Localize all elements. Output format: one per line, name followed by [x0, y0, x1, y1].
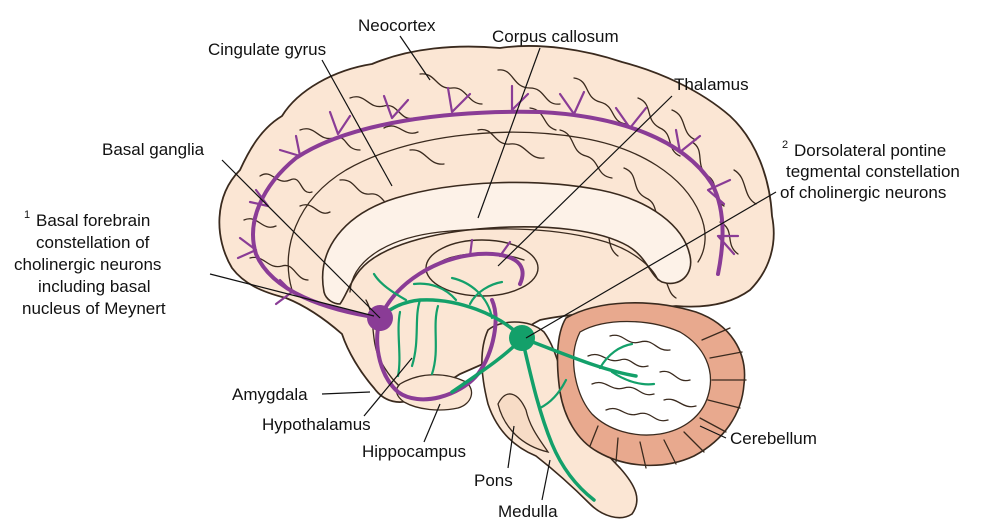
leader-basal-ganglia	[221, 159, 381, 319]
label-dorsolateral-line1: Dorsolateral pontine	[794, 141, 946, 160]
label-dorsolateral-line3: of cholinergic neurons	[780, 183, 946, 202]
leader-hypothalamus	[363, 357, 413, 417]
label-amygdala: Amygdala	[232, 385, 308, 404]
leader-medulla	[541, 459, 551, 501]
label-basal-forebrain-line3: cholinergic neurons	[14, 255, 161, 274]
cingulate-sulcus	[287, 131, 706, 291]
label-medulla: Medulla	[498, 502, 558, 521]
corpus-callosum	[321, 181, 692, 305]
corpus-callosum-inner	[349, 228, 659, 293]
label-thalamus: Thalamus	[674, 75, 749, 94]
pons-bulge	[497, 393, 550, 454]
leader-thalamus	[497, 95, 673, 267]
leader-amygdala	[321, 391, 371, 395]
label-basal-forebrain-number: 1	[24, 209, 30, 221]
label-corpus-callosum: Corpus callosum	[492, 27, 619, 46]
label-pons: Pons	[474, 471, 513, 490]
pontine-nucleus	[509, 325, 535, 351]
label-dorsolateral-line2: tegmental constellation	[786, 162, 960, 181]
cerebellum-inner	[572, 320, 712, 436]
leader-cingulate-gyrus	[321, 59, 393, 187]
label-neocortex: Neocortex	[358, 16, 436, 35]
leader-pons	[507, 425, 515, 469]
leader-lines	[209, 35, 777, 501]
label-dorsolateral-number: 2	[782, 139, 788, 151]
leader-cerebellum	[699, 425, 727, 439]
label-basal-forebrain-line4: including basal	[38, 277, 150, 296]
leader-hippocampus	[423, 403, 441, 443]
label-cingulate-gyrus: Cingulate gyrus	[208, 40, 326, 59]
brainstem	[481, 321, 638, 519]
label-basal-forebrain-line1: Basal forebrain	[36, 211, 150, 230]
label-cerebellum: Cerebellum	[730, 429, 817, 448]
label-hypothalamus: Hypothalamus	[262, 415, 371, 434]
leader-neocortex	[399, 35, 431, 81]
hippocampus-shape	[395, 374, 473, 411]
labels: Neocortex Corpus callosum Cingulate gyru…	[14, 16, 960, 521]
cerebellum-folia	[587, 334, 697, 422]
leader-basal-forebrain	[209, 273, 375, 317]
label-basal-ganglia: Basal ganglia	[102, 140, 205, 159]
leader-corpus-callosum	[477, 47, 541, 219]
label-basal-forebrain-line5: nucleus of Meynert	[22, 299, 166, 318]
label-hippocampus: Hippocampus	[362, 442, 466, 461]
leader-dorsolateral	[525, 191, 777, 339]
basal-forebrain-pathway	[236, 84, 740, 402]
label-basal-forebrain-line2: constellation of	[36, 233, 150, 252]
cerebellum-striations	[589, 327, 747, 469]
